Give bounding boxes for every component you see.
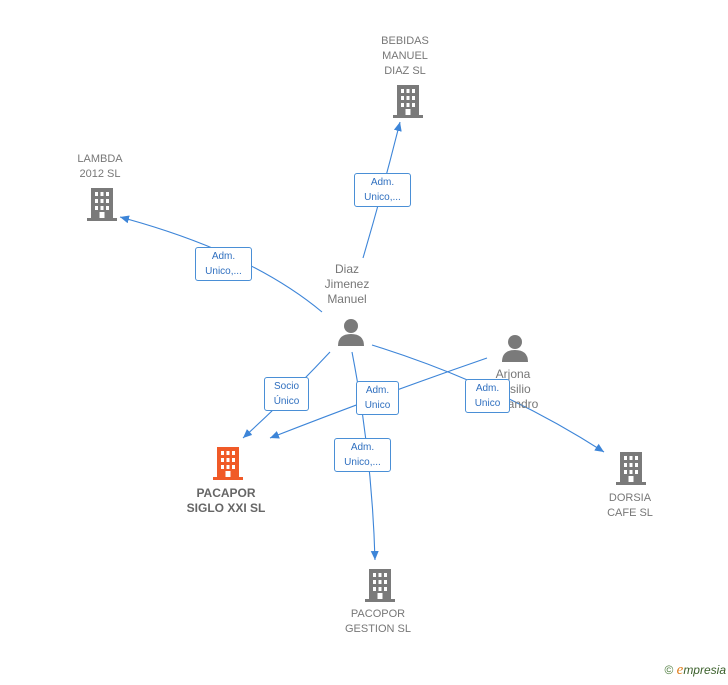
person-icon[interactable] bbox=[336, 317, 366, 347]
brand-watermark: © empresia bbox=[664, 662, 726, 679]
edge-label-socio-unico[interactable]: Socio Único bbox=[264, 377, 309, 411]
node-label-pacopor[interactable]: PACOPOR GESTION SL bbox=[344, 608, 412, 635]
brand-logo-text: mpresia bbox=[683, 663, 726, 677]
brand-logo-initial: e bbox=[676, 662, 684, 678]
building-icon[interactable] bbox=[616, 452, 646, 486]
edge-label-to-lambda[interactable]: Adm. Unico,... bbox=[195, 247, 252, 281]
person-icon[interactable] bbox=[500, 333, 530, 363]
node-label-bebidas[interactable]: BEBIDAS MANUEL DIAZ SL bbox=[381, 35, 429, 77]
copyright-symbol: © bbox=[664, 663, 674, 677]
edge-label-to-pacopor[interactable]: Adm. Unico,... bbox=[334, 438, 391, 472]
building-icon[interactable] bbox=[365, 569, 395, 603]
building-icon[interactable] bbox=[393, 85, 423, 119]
building-icon[interactable] bbox=[87, 188, 117, 222]
node-label-lambda[interactable]: LAMBDA 2012 SL bbox=[77, 153, 123, 180]
node-label-pacapor[interactable]: PACAPOR SIGLO XXI SL bbox=[186, 486, 266, 515]
node-label-diaz[interactable]: Diaz Jimenez Manuel bbox=[324, 262, 370, 306]
edge-label-to-dorsia[interactable]: Adm. Unico bbox=[465, 379, 510, 413]
edge-label-to-bebidas[interactable]: Adm. Unico,... bbox=[354, 173, 411, 207]
building-icon-highlighted[interactable] bbox=[213, 447, 243, 481]
edge-label-adm-unico-pacapor[interactable]: Adm. Unico bbox=[356, 381, 399, 415]
node-label-dorsia[interactable]: DORSIA CAFE SL bbox=[607, 492, 653, 519]
